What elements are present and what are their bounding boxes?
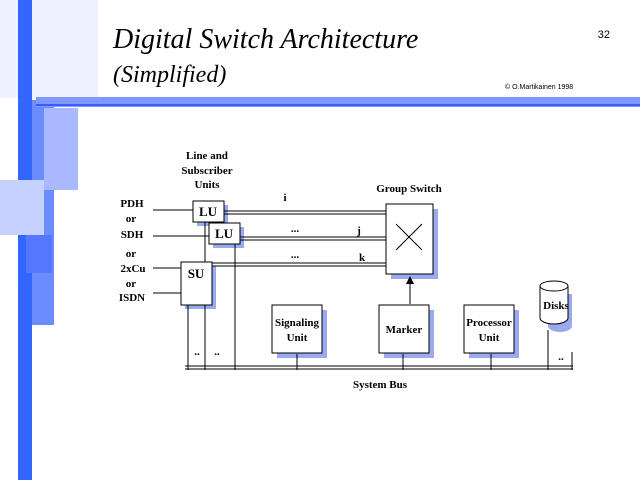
lu1-block [192,200,225,223]
switch-cross-b [395,223,423,251]
input-or-2: or [126,248,137,260]
signaling-unit-label-2: Unit [287,332,308,344]
link-label-i: i [283,192,286,204]
processor-unit-block [463,304,515,354]
decor-bar-block1 [0,180,44,235]
bus-dots-3: .. [558,351,564,363]
input-or-3: or [126,278,137,290]
copyright-notice: © O.Martikainen 1998 [505,84,574,91]
signaling-unit-label-1: Signaling [275,317,320,329]
marker-arrow-head [406,276,414,284]
slide-title: Digital Switch Architecture [113,24,419,55]
input-2xcu: 2xCu [120,263,145,275]
decor-bar-main [18,0,32,480]
bus-dots-2: .. [214,346,220,358]
header-rule [36,97,640,107]
input-pdh: PDH [120,198,144,210]
link-label-dots-1: ... [291,223,300,235]
header-rule-line [36,104,640,106]
input-isdn: ISDN [119,292,145,304]
lu1-label: LU [199,204,218,219]
su-block [180,261,213,306]
system-bus-label: System Bus [353,379,408,391]
group-switch-label: Group Switch [376,183,442,195]
lu2-block [208,222,241,245]
marker-label: Marker [386,324,423,336]
link-label-j: j [356,225,361,237]
processor-unit-label-2: Unit [479,332,500,344]
link-label-k: k [359,252,366,264]
processor-unit-label-1: Processor [466,317,512,329]
signaling-unit-block [271,304,323,354]
bus-dots-1: .. [194,346,200,358]
decor-bar-pale [44,108,78,190]
line-units-label-3: Units [194,179,220,191]
group-switch-block [385,203,434,275]
disks-label: Disks [543,300,569,312]
decor-bar-block2 [26,235,52,273]
disks-icon [539,280,572,332]
input-or-1: or [126,213,137,225]
line-units-label-1: Line and [186,150,228,162]
decor-bar-light [0,0,98,98]
marker-block [378,304,430,354]
link-label-dots-2: ... [291,249,300,261]
page-number: 32 [597,29,610,41]
line-units-label-2: Subscriber [181,165,232,177]
input-sdh: SDH [121,229,144,241]
su-label: SU [188,266,205,281]
slide-subtitle: (Simplified) [113,62,227,88]
lu2-label: LU [215,226,234,241]
